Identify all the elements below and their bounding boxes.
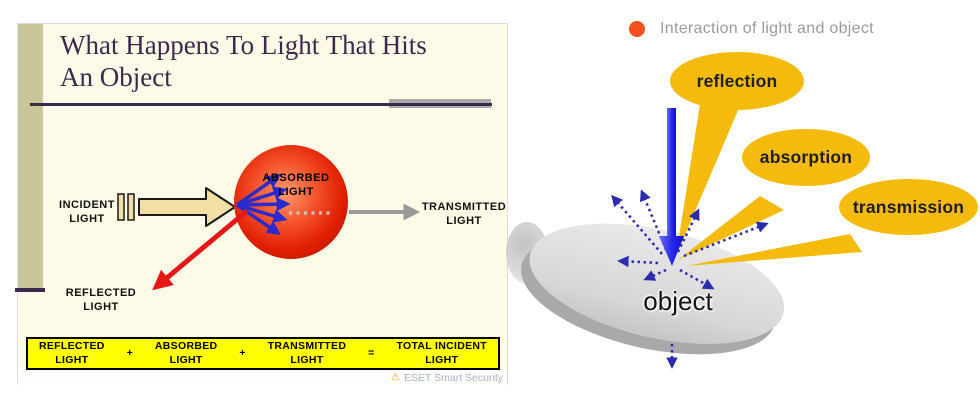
incident-light-label: INCIDENT LIGHT [59,199,115,225]
light-object-interaction-diagram [521,104,862,369]
reflection-bubble-label: reflection [696,70,778,91]
absorption-bubble-label: absorption [759,147,853,167]
equation-term-reflected: REFLECTED LIGHT [38,340,105,366]
bullet-icon [629,21,645,37]
plus-sign: + [126,346,133,359]
equation-term-absorbed: ABSORBED LIGHT [154,340,218,366]
incoming-light-beam [659,108,684,266]
absorbed-light-label: ABSORBED LIGHT [262,172,330,198]
absorption-bubble: absorption [742,129,870,186]
plus-sign: + [239,346,246,359]
reflected-arrow [152,209,249,291]
slide-panel: What Happens To Light That Hits An Objec… [15,23,508,385]
slide-title: What Happens To Light That Hits An Objec… [60,30,427,92]
bubble-tails [676,104,862,266]
transmission-bubble: transmission [839,179,978,235]
transmission-tail [686,234,862,266]
incident-arrow [138,187,236,227]
eset-watermark-text: ESET Smart Security [403,371,503,384]
warning-triangle-icon: ⚠ [391,371,400,383]
light-equation-bar: REFLECTED LIGHT + ABSORBED LIGHT + TRANS… [26,337,500,370]
absorbed-rays [235,173,291,235]
reflected-light-label: REFLECTED LIGHT [65,287,137,313]
equals-sign: = [368,346,375,359]
slide-accent-tick [15,288,45,292]
eset-watermark: ⚠ ESET Smart Security [391,372,503,384]
reflection-bubble: reflection [670,52,804,110]
equation-term-total-incident: TOTAL INCIDENT LIGHT [396,340,487,366]
sphere-object [234,145,348,259]
light-behavior-diagram [117,145,421,291]
transmitted-light-label: TRANSMITTED LIGHT [421,201,507,227]
right-heading-text: Interaction of light and object [660,20,874,37]
title-underline [30,103,492,106]
disc-object [521,223,785,355]
slide-bottom-strip: ⚠ ESET Smart Security [18,370,507,385]
slide-accent-bar [18,24,43,289]
object-label: object [643,286,713,316]
scatter-rays [611,189,769,369]
absorption-tail [678,196,784,260]
transmission-bubble-label: transmission [852,196,965,217]
equation-term-transmitted: TRANSMITTED LIGHT [267,340,347,366]
right-heading: Interaction of light and object [629,20,874,38]
incident-source-bars [117,193,135,221]
